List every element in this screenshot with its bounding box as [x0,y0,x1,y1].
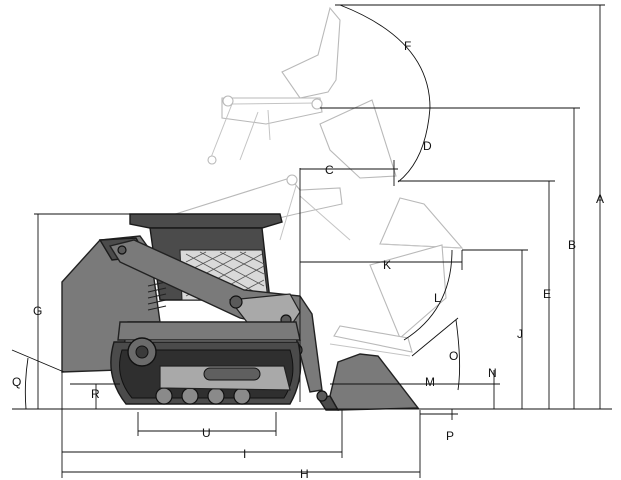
dimension-labels: A B C D E F G H I J K L M N O P Q R U [12,39,604,480]
label-u: U [202,426,211,440]
label-l: L [434,291,441,305]
label-h: H [300,467,309,480]
label-r: R [91,387,100,401]
label-g: G [33,304,42,318]
label-a: A [596,192,604,206]
label-q: Q [12,375,21,389]
label-b: B [568,238,576,252]
label-c: C [325,163,334,177]
label-f: F [404,39,411,53]
label-k: K [383,258,391,272]
label-i: I [243,447,246,461]
label-n: N [488,366,497,380]
label-e: E [543,287,551,301]
skid-steer-machine [61,213,420,411]
label-p: P [446,429,454,443]
label-j: J [517,327,523,341]
label-o: O [449,349,458,363]
label-m: M [425,375,435,389]
dimension-lines [11,4,605,478]
label-d: D [423,139,432,153]
